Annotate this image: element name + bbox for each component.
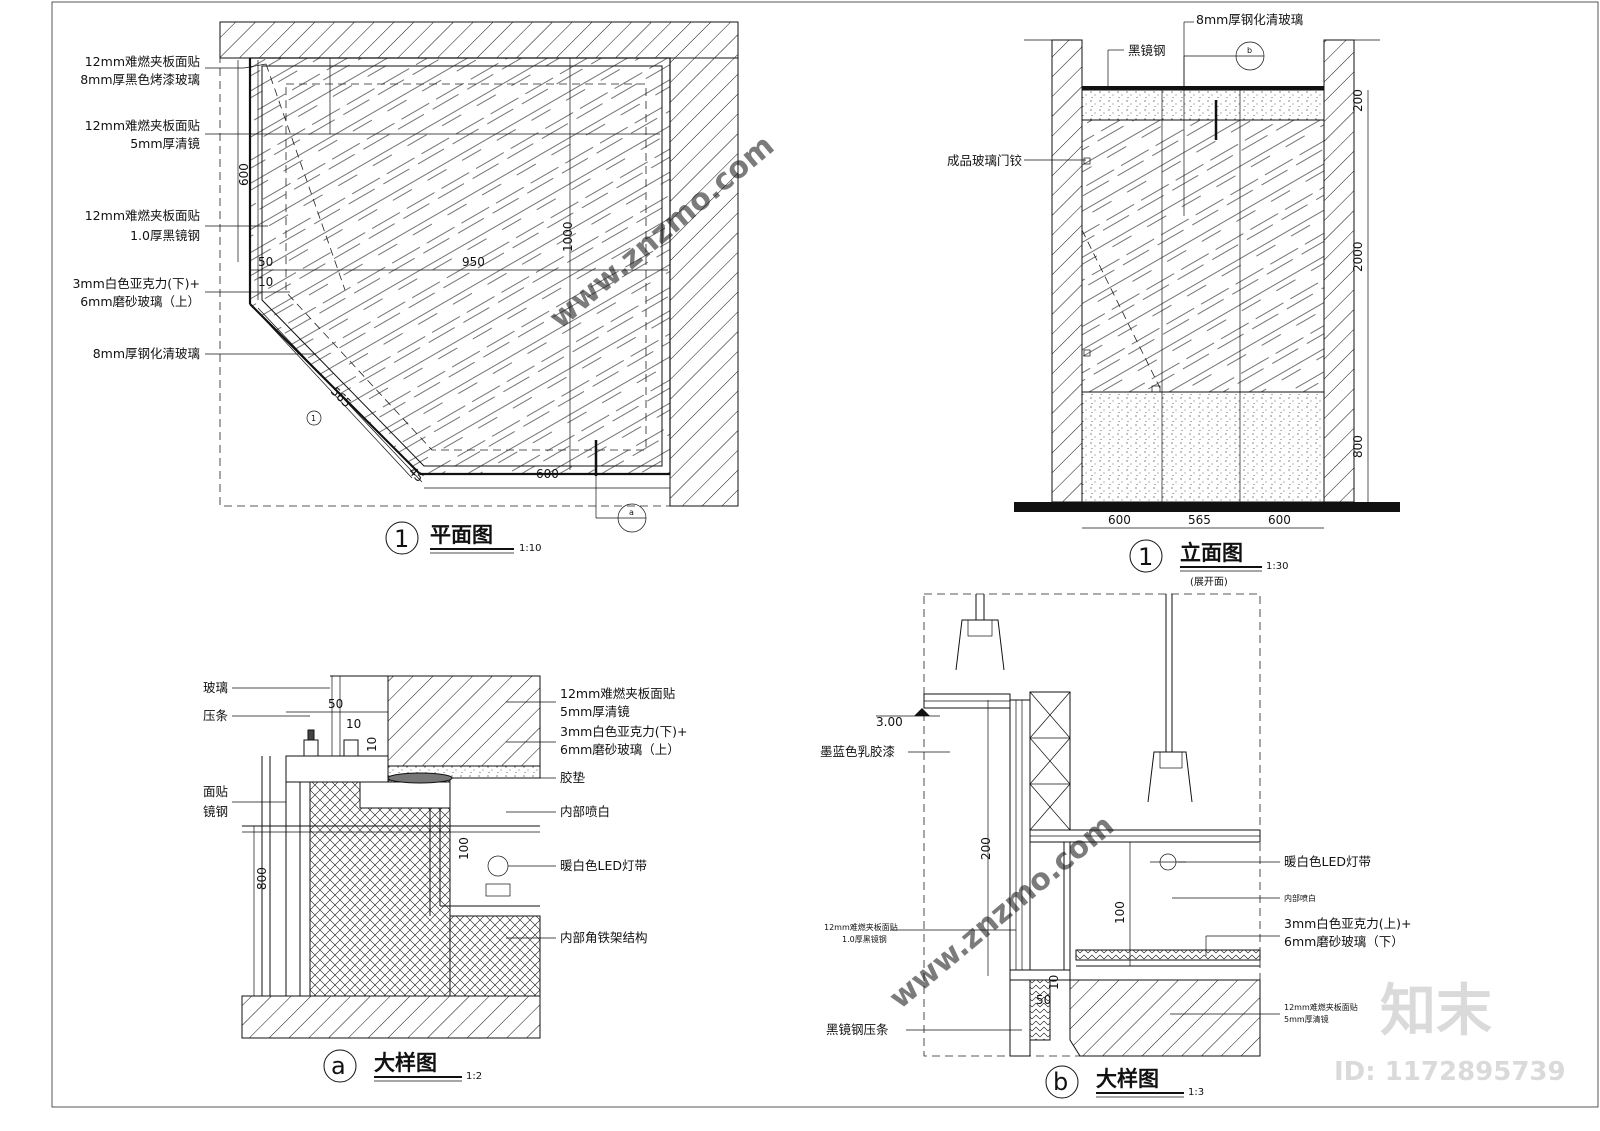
elev-callout-steel: 黑镜钢: [1128, 43, 1166, 58]
plan-dim-950: 950: [462, 255, 485, 269]
plan-callout-2a: 12mm难燃夹板面贴: [85, 118, 200, 133]
plan-callout-1a: 12mm难燃夹板面贴: [85, 54, 200, 69]
detail-b-right-acrylic-a: 3mm白色亚克力(上)+: [1284, 916, 1412, 931]
plan-callout-1b: 8mm厚黑色烤漆玻璃: [80, 72, 200, 87]
elev-dim-600b: 600: [1268, 513, 1291, 527]
detail-b-right-small-b: 5mm厚清镜: [1284, 1014, 1329, 1024]
plan-marker-a-text: a: [629, 508, 634, 517]
elev-dim-600a: 600: [1108, 513, 1131, 527]
detail-b-right-small-a: 12mm难燃夹板面贴: [1284, 1002, 1358, 1012]
plan-callout-4b: 6mm磨砂玻璃（上）: [80, 294, 200, 309]
detail-a-right-6: 内部角铁架结构: [560, 930, 648, 945]
plan-dim-600-left: 600: [237, 163, 251, 186]
plan-dim-1000: 1000: [561, 221, 575, 252]
detail-a-right-3: 胶垫: [560, 770, 586, 785]
plan-view: 600 50 10 950 1000 565 45 600 12mm难燃夹板面贴…: [72, 21, 739, 555]
detail-b-right-white: 内部喷白: [1284, 893, 1316, 903]
plan-callout-2b: 5mm厚清镜: [130, 136, 200, 151]
detail-a-dim-50: 50: [328, 697, 343, 711]
detail-b-left-paint: 墨蓝色乳胶漆: [820, 744, 895, 759]
elev-dim-200: 200: [1351, 89, 1365, 112]
detail-a-led: [487, 855, 509, 877]
elev-scale: 1:30: [1266, 561, 1288, 572]
detail-b-dim-200: 200: [979, 837, 993, 860]
detail-b-dim-100: 100: [1113, 901, 1127, 924]
elev-number: 1: [1138, 543, 1153, 571]
elev-callout-glass: 8mm厚钢化清玻璃: [1196, 12, 1303, 27]
plan-scale: 1:10: [519, 543, 541, 554]
detail-a-right-1b: 5mm厚清镜: [560, 704, 630, 719]
detail-a-dim-100: 100: [457, 837, 471, 860]
plan-callout-5: 8mm厚钢化清玻璃: [93, 346, 200, 361]
detail-a-title-bubble: [323, 1049, 357, 1083]
detail-a-dim-10a: 10: [346, 717, 361, 731]
elev-dim-565: 565: [1188, 513, 1211, 527]
elev-dim-800: 800: [1351, 435, 1365, 458]
detail-a-view: 50 10 10 100 800 玻璃 压条 面贴 镜钢 12mm难燃夹板面贴 …: [203, 675, 688, 1083]
detail-a-right-2b: 6mm磨砂玻璃（上）: [560, 742, 680, 757]
plan-callout-3a: 12mm难燃夹板面贴: [85, 208, 200, 223]
detail-b-title-bubble: [1045, 1065, 1079, 1099]
watermark-id: ID: 1172895739: [1334, 1057, 1566, 1087]
detail-a-right-2a: 3mm白色亚克力(下)+: [560, 724, 688, 739]
plan-dim-10: 10: [258, 275, 273, 289]
plan-title: 平面图: [430, 523, 493, 547]
detail-a-left-steel: 镜钢: [203, 804, 228, 819]
sheet-border: [51, 1, 1599, 1108]
detail-b-title: 大样图: [1096, 1067, 1159, 1091]
plan-callout-4a: 3mm白色亚克力(下)+: [72, 276, 200, 291]
plan-marker-1-text: 1: [311, 414, 316, 423]
detail-a-dim-10b: 10: [365, 737, 379, 752]
detail-a-left-face: 面贴: [203, 784, 228, 799]
detail-a-left-strip: 压条: [203, 708, 229, 723]
detail-b-left-small-a: 12mm难燃夹板面贴: [824, 922, 898, 932]
detail-a-right-4: 内部喷白: [560, 804, 610, 819]
detail-b-dim-10: 10: [1047, 975, 1061, 990]
detail-b-letter: b: [1053, 1068, 1068, 1096]
detail-a-right-5: 暖白色LED灯带: [560, 858, 647, 873]
detail-a-letter: a: [331, 1052, 346, 1080]
elev-subtitle: (展开面): [1190, 576, 1228, 588]
detail-b-right-acrylic-b: 6mm磨砂玻璃（下）: [1284, 934, 1404, 949]
elev-title-bubble: [1129, 539, 1163, 573]
plan-dim-600-bottom: 600: [536, 467, 559, 481]
detail-b-level: 3.00: [876, 715, 903, 729]
plan-title-bubble: [385, 521, 419, 555]
elev-title: 立面图: [1180, 541, 1243, 565]
detail-b-view: 3.00 200 100 50 10 墨蓝色乳胶漆 12mm难燃夹板面贴 1.0…: [820, 593, 1412, 1099]
detail-b-left-strip: 黑镜钢压条: [826, 1022, 889, 1037]
elev-dim-2000: 2000: [1351, 241, 1365, 272]
detail-a-left-glass: 玻璃: [203, 680, 228, 695]
watermark-brand: 知末: [1380, 979, 1492, 1044]
detail-b-right-led: 暖白色LED灯带: [1284, 854, 1371, 869]
plan-section-marker: [306, 410, 322, 426]
plan-number: 1: [394, 525, 409, 553]
plan-dim-50: 50: [258, 255, 273, 269]
detail-a-right-1a: 12mm难燃夹板面贴: [560, 686, 675, 701]
detail-a-title: 大样图: [374, 1051, 437, 1075]
elevation-view: 200 2000 800 600 565 600 8mm厚钢化清玻璃 黑镜钢 成…: [947, 12, 1400, 588]
detail-a-dim-800: 800: [255, 867, 269, 890]
detail-b-dim-50: 50: [1036, 993, 1051, 1007]
detail-b-scale: 1:3: [1188, 1087, 1204, 1098]
detail-b-left-small-b: 1.0厚黑镜钢: [842, 934, 887, 944]
elev-callout-hinge: 成品玻璃门铰: [947, 153, 1023, 168]
plan-callout-3b: 1.0厚黑镜钢: [130, 228, 200, 243]
elev-marker-b-text: b: [1247, 46, 1252, 55]
detail-a-scale: 1:2: [466, 1071, 482, 1082]
